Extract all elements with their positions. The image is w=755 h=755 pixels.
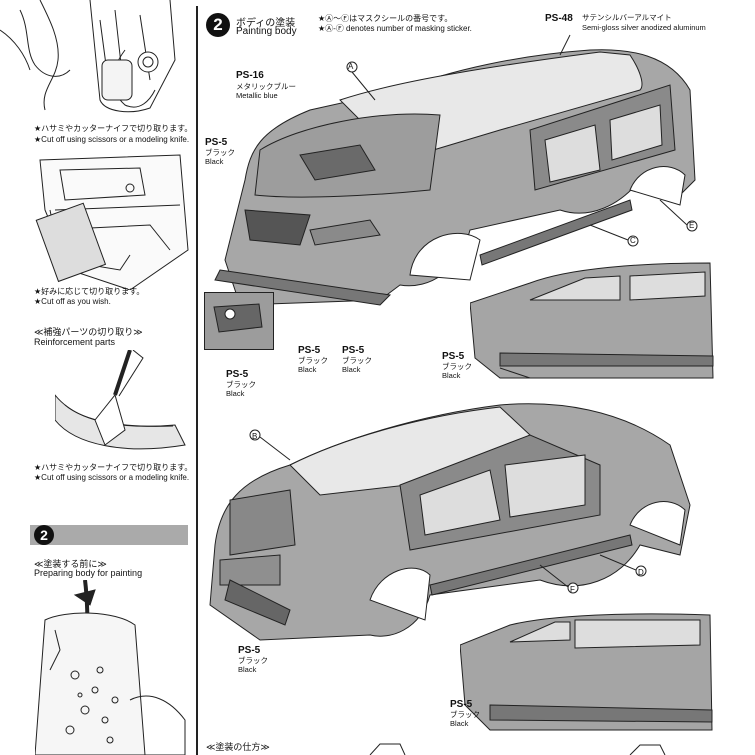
mask-d-label: D (638, 568, 644, 577)
ps5-b-jp: ブラック (342, 356, 372, 365)
rear-car-illustration (209, 403, 691, 641)
ps5-side2-en: Black (450, 719, 469, 728)
step-bar (30, 525, 188, 545)
ps5-side2-code: PS-5 (450, 699, 473, 710)
ps5-a-jp: ブラック (298, 356, 328, 365)
prep-title-en: Preparing body for painting (34, 568, 143, 578)
mask-b-label: B (252, 432, 258, 441)
ps5-rear-code: PS-5 (238, 645, 261, 656)
reinforcement-cut-illustration (55, 350, 186, 450)
rear-bumper-illustration (35, 154, 189, 290)
cut-note-en: ★Cut off using scissors or a modeling kn… (34, 135, 190, 144)
washing-body-illustration (35, 580, 186, 755)
ps16-code: PS-16 (236, 70, 264, 81)
front-light-inset (204, 292, 274, 350)
reinforcement-title-en: Reinforcement parts (34, 337, 116, 347)
cutting-body-illustration (0, 0, 176, 113)
step-title-jp: ボディの塗装 (236, 18, 296, 29)
mask-f-marker (567, 582, 579, 594)
front-car-illustration (214, 34, 698, 306)
ps5-b-en: Black (342, 365, 361, 374)
cut-note2-en: ★Cut off using scissors or a modeling kn… (34, 473, 190, 482)
ps5-rear-jp: ブラック (238, 656, 268, 665)
side-car-1-illustration (470, 262, 714, 379)
ps5-side1-en: Black (442, 371, 461, 380)
ps5-a-en: Black (298, 365, 317, 374)
step-number-badge: 2 (34, 525, 54, 545)
ps48-jp: サテンシルバーアルマイト (582, 13, 672, 22)
ps5-a-code: PS-5 (298, 345, 321, 356)
ps5-front-code: PS-5 (205, 137, 228, 148)
ps16-jp: メタリックブルー (236, 82, 296, 91)
ps5-side1-jp: ブラック (442, 362, 472, 371)
mask-d-marker (635, 565, 647, 577)
mask-f-label: F (570, 585, 575, 594)
mask-b-marker (249, 429, 261, 441)
reinforcement-title-jp: ≪補強パーツの切り取り≫ (34, 328, 143, 338)
step-title-en: Painting body (236, 26, 297, 37)
step-number-badge: 2 (206, 13, 230, 37)
wish-note-en: ★Cut off as you wish. (34, 297, 111, 306)
side-car-2-illustration (460, 613, 713, 731)
mask-e-label: E (689, 221, 695, 230)
how-to-paint-illustration (369, 743, 666, 755)
ps16-en: Metallic blue (236, 91, 278, 100)
ps5-front-jp: ブラック (205, 148, 235, 157)
mask-a-label: A (348, 62, 354, 71)
ps5-c-code: PS-5 (226, 369, 249, 380)
wish-note-jp: ★好みに応じて切り取ります。 (34, 287, 145, 296)
cut-note-jp: ★ハサミやカッターナイフで切り取ります。 (34, 124, 193, 133)
ps5-c-en: Black (226, 389, 245, 398)
ps5-c-jp: ブラック (226, 380, 256, 389)
ps5-rear-en: Black (238, 665, 257, 674)
mask-c-label: C (630, 236, 636, 245)
ps48-code: PS-48 (545, 13, 573, 24)
prep-title-jp: ≪塗装する前に≫ (34, 560, 107, 570)
ps5-b-code: PS-5 (342, 345, 365, 356)
mask-note-en: ★Ⓐ-Ⓕ denotes number of masking sticker. (318, 24, 472, 33)
ps5-front-en: Black (205, 157, 224, 166)
ps48-en: Semi-gloss silver anodized aluminum (582, 23, 706, 32)
ps5-side2-jp: ブラック (450, 710, 480, 719)
column-divider (196, 6, 198, 755)
cut-note2-jp: ★ハサミやカッターナイフで切り取ります。 (34, 463, 193, 472)
mask-c-marker (627, 235, 639, 247)
how-to-paint-title-jp: ≪塗装の仕方≫ (206, 743, 270, 753)
mask-e-marker (686, 220, 698, 232)
mask-note-jp: ★Ⓐ～Ⓕはマスクシールの番号です。 (318, 14, 453, 23)
ps5-side1-code: PS-5 (442, 351, 465, 362)
